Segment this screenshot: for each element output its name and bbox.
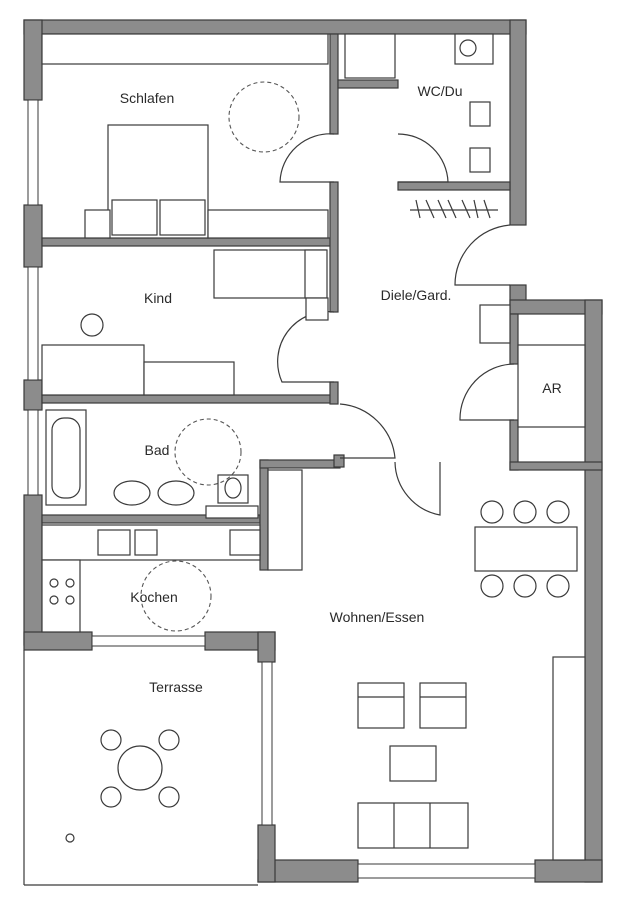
kochen-furniture bbox=[41, 524, 261, 633]
room-label-wc-du: WC/Du bbox=[417, 83, 462, 99]
kind-furniture bbox=[41, 249, 329, 396]
wohnen-furniture bbox=[267, 469, 586, 861]
room-label-wohnen-essen: Wohnen/Essen bbox=[330, 609, 425, 625]
room-label-diele: Diele/Gard. bbox=[381, 287, 452, 303]
interior-walls bbox=[41, 33, 603, 571]
schlafen-furniture bbox=[41, 33, 329, 239]
bad-furniture bbox=[45, 409, 259, 519]
room-label-bad: Bad bbox=[145, 442, 170, 458]
doors bbox=[277, 133, 515, 516]
room-label-schlafen: Schlafen bbox=[120, 90, 174, 106]
room-labels: Schlafen WC/Du Kind Diele/Gard. AR Bad K… bbox=[120, 83, 562, 695]
wc-furniture bbox=[344, 33, 498, 219]
diele-furniture bbox=[479, 304, 586, 428]
terrasse-furniture bbox=[23, 650, 258, 886]
room-label-terrasse: Terrasse bbox=[149, 679, 203, 695]
room-label-kind: Kind bbox=[144, 290, 172, 306]
exterior-walls bbox=[23, 19, 603, 883]
room-label-ar: AR bbox=[542, 380, 561, 396]
room-label-kochen: Kochen bbox=[130, 589, 177, 605]
